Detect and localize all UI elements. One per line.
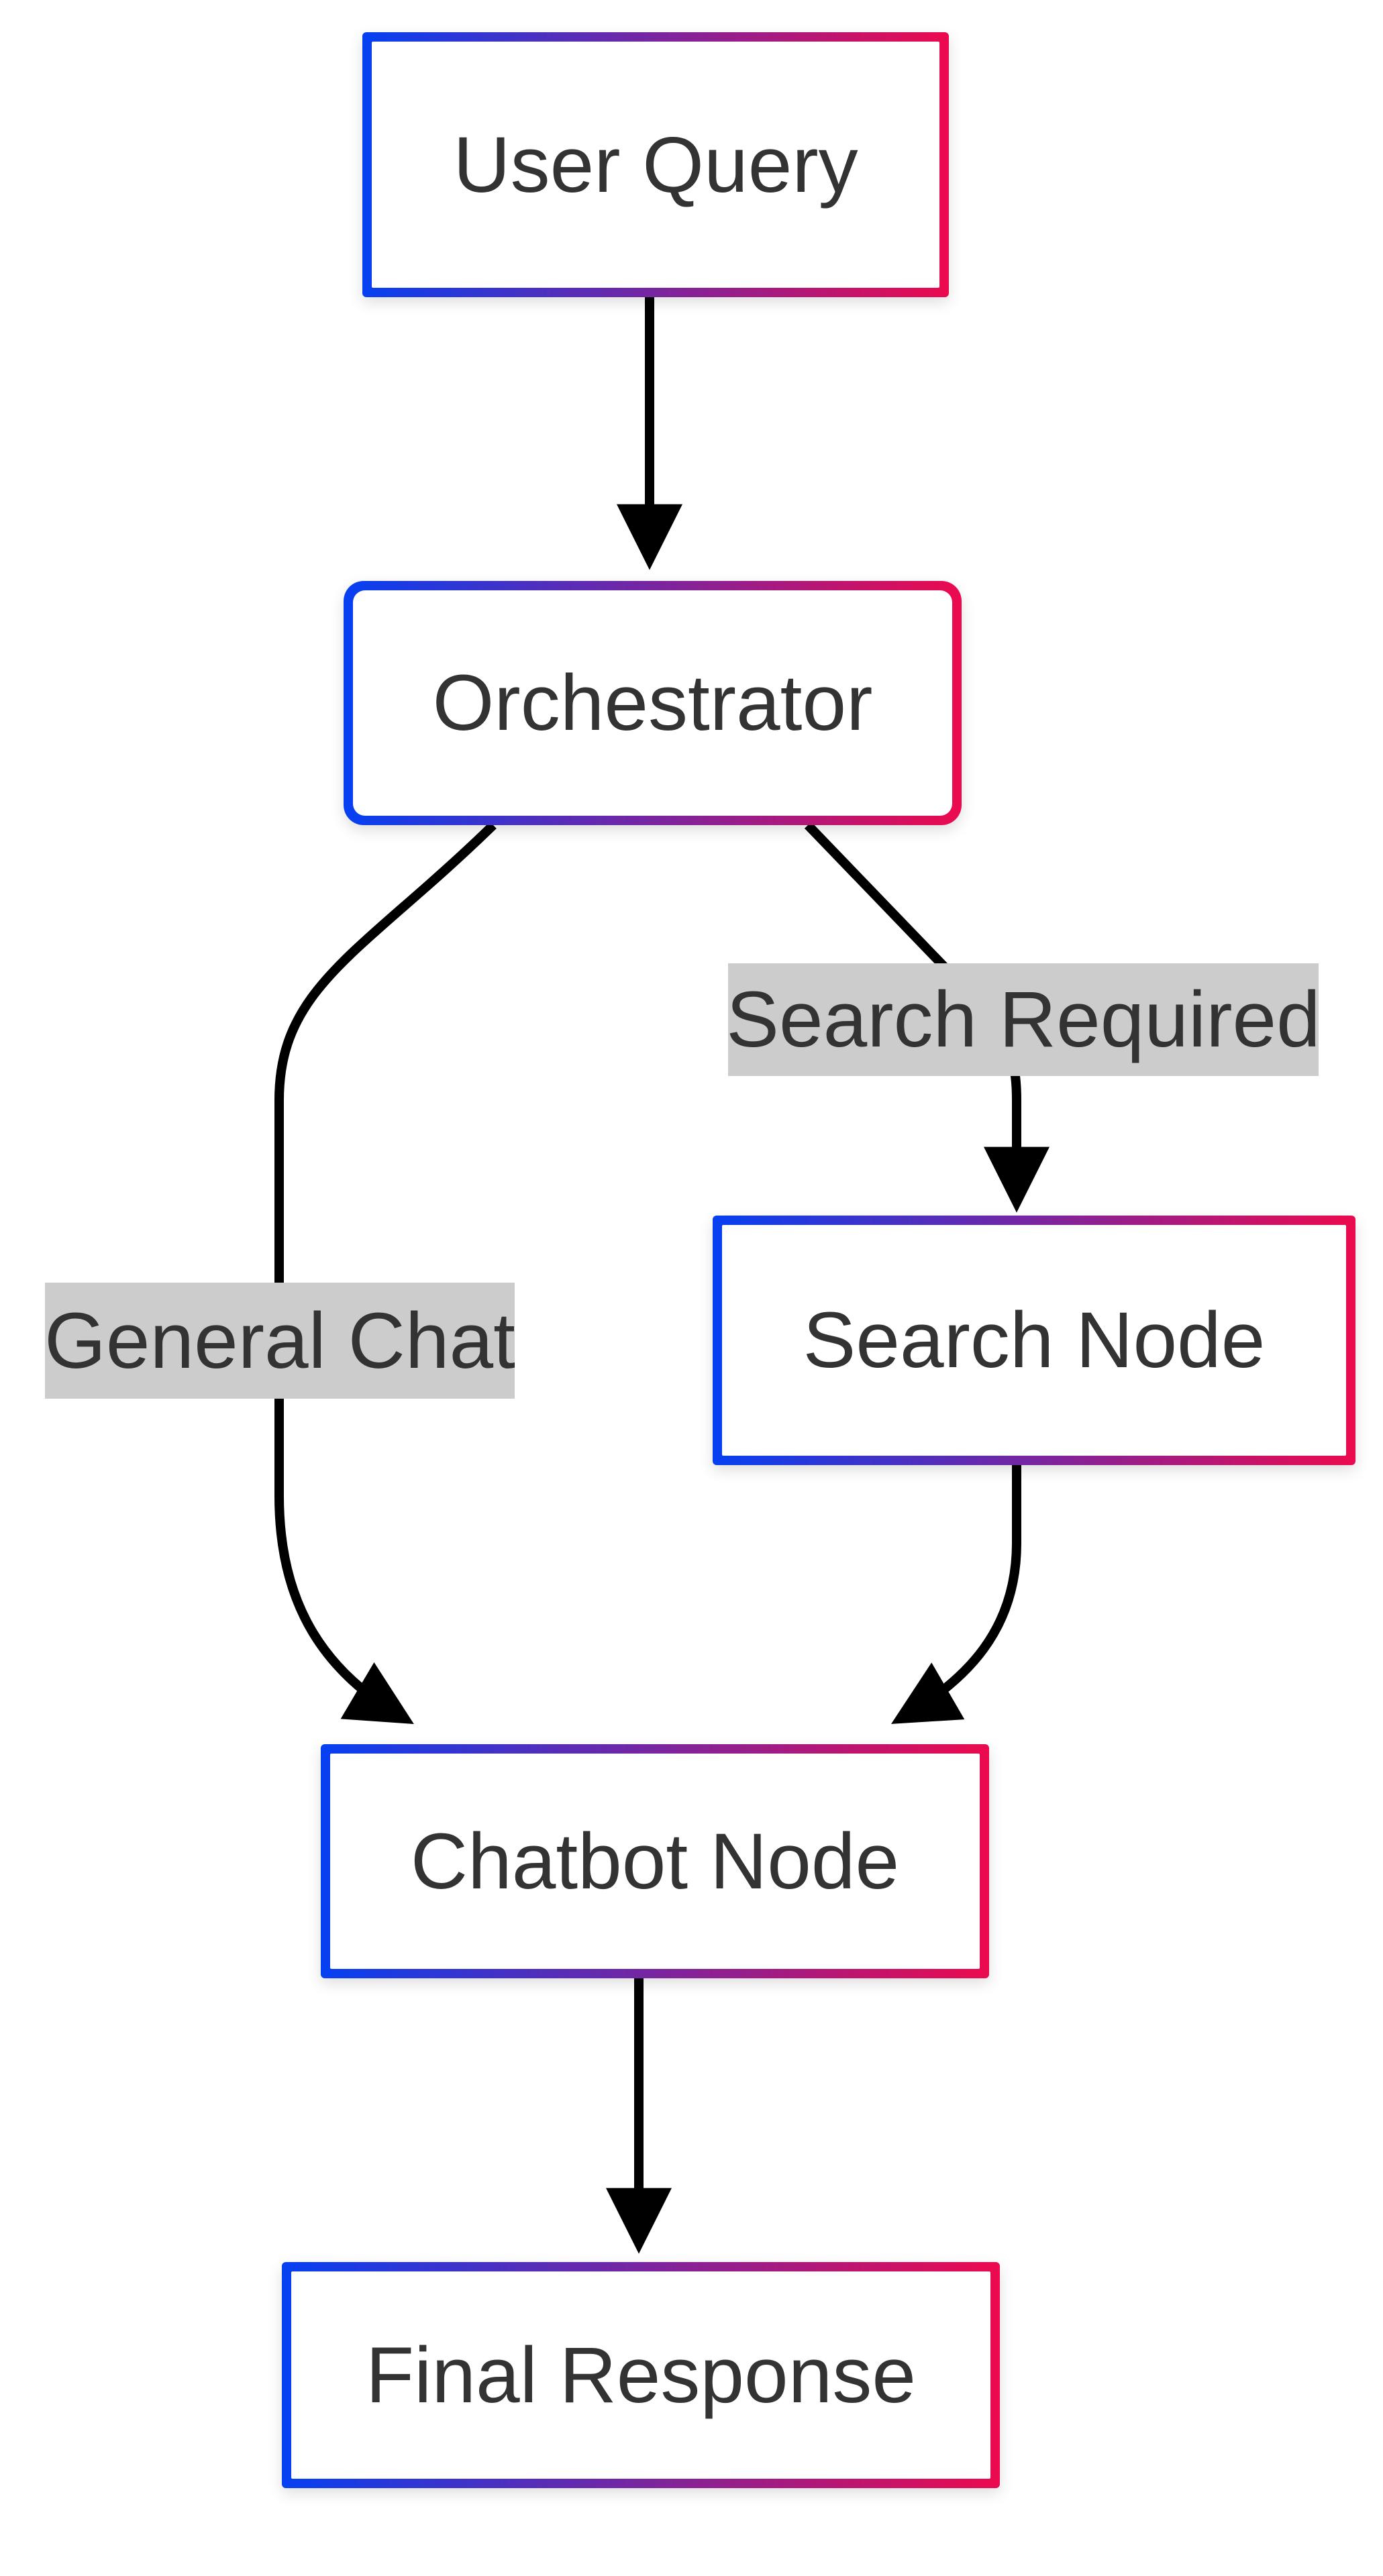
node-chatbot-node: Chatbot Node bbox=[321, 1744, 989, 1978]
edge-searchnode-chatbot bbox=[891, 1465, 1021, 1724]
node-user-query: User Query bbox=[362, 32, 949, 297]
node-final-response-body: Final Response bbox=[291, 2271, 990, 2479]
edge-label-search-required: Search Required bbox=[726, 963, 1321, 1076]
node-label: Search Node bbox=[803, 1296, 1266, 1385]
node-orchestrator-body: Orchestrator bbox=[353, 590, 952, 816]
node-final-response: Final Response bbox=[282, 2262, 1000, 2488]
node-label: Orchestrator bbox=[432, 659, 873, 747]
node-label: User Query bbox=[453, 120, 858, 209]
node-label: Chatbot Node bbox=[410, 1817, 900, 1906]
node-search-node-body: Search Node bbox=[722, 1225, 1346, 1456]
node-label: Final Response bbox=[366, 2330, 916, 2420]
edge-orchestrator-chatbot bbox=[274, 821, 497, 1724]
edge-label-general-chat: General Chat bbox=[44, 1283, 515, 1399]
node-chatbot-node-body: Chatbot Node bbox=[330, 1754, 980, 1969]
node-user-query-body: User Query bbox=[372, 42, 939, 288]
node-orchestrator: Orchestrator bbox=[344, 581, 962, 825]
node-search-node: Search Node bbox=[713, 1216, 1355, 1465]
